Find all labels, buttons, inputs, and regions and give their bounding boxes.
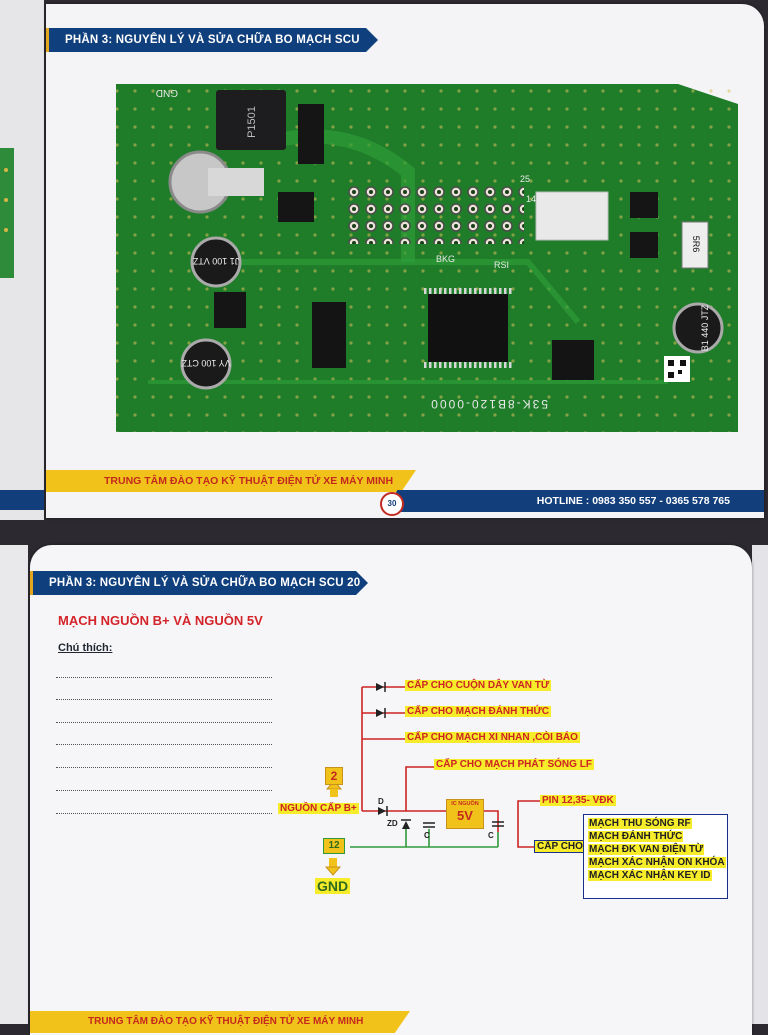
pcb-connector-label-1: 14 — [526, 194, 536, 204]
note-line — [56, 790, 272, 791]
pcb-photo: P1501 J1 100 VTZ VY 100 CTZ B1 440 JTZ — [108, 82, 744, 442]
note-line — [56, 813, 272, 814]
target-item: MẠCH ĐK VAN ĐIỆN TỪ — [588, 844, 705, 855]
footer-center-name: TRUNG TÂM ĐÀO TẠO KỸ THUẬT ĐIỆN TỬ XE MÁ… — [30, 1011, 410, 1033]
pin-vdk-label: PIN 12,35- VĐK — [540, 795, 616, 806]
section-banner: PHẦN 3: NGUYÊN LÝ VÀ SỬA CHỮA BO MẠCH SC… — [46, 28, 378, 52]
capacitor-symbol — [423, 821, 504, 828]
adjacent-page-pcb-fragment — [0, 148, 44, 510]
footer-hotline: HOTLINE : 0983 350 557 - 0365 578 765 — [386, 490, 764, 512]
gnd-label: GND — [315, 878, 351, 894]
capacitor-label: C — [488, 831, 494, 840]
note-line — [56, 699, 272, 700]
source-label-b-plus: NGUỒN CẤP B+ — [278, 803, 359, 814]
supply-to-label: CẤP CHO — [534, 840, 586, 853]
notes-label: Chú thích: — [58, 642, 113, 654]
diode-symbol — [376, 682, 388, 816]
section-heading: MẠCH NGUỒN B+ VÀ NGUỒN 5V — [58, 613, 263, 628]
page-number-badge: 30 — [380, 492, 404, 516]
capacitor-label-3: B1 440 JTZ — [700, 304, 710, 351]
output-label-lf-transmitter: CẤP CHO MẠCH PHÁT SÓNG LF — [434, 759, 594, 770]
output-label-valve-coil: CẤP CHO CUỘN DÂY VAN TỪ — [405, 680, 552, 691]
footer-center-name: TRUNG TÂM ĐÀO TẠO KỸ THUẬT ĐIỆN TỬ XE MÁ… — [46, 470, 416, 492]
circuit-diagram — [324, 682, 540, 876]
output-label-wakeup: CẤP CHO MẠCH ĐÁNH THỨC — [405, 706, 551, 717]
pcb-connector-label-2: 25 — [520, 174, 530, 184]
adjacent-page-edge-right — [752, 545, 768, 1024]
document-page-bottom: PHẦN 3: NGUYÊN LÝ VÀ SỬA CHỮA BO MẠCH SC… — [30, 545, 752, 1035]
diode-label: D — [378, 797, 384, 806]
note-line — [56, 744, 272, 745]
target-item: MẠCH XÁC NHẬN ON KHÓA — [588, 857, 726, 868]
target-item: MẠCH XÁC NHẬN KEY ID — [588, 870, 712, 881]
capacitor-label-2: VY 100 CTZ — [181, 358, 231, 368]
ic-regulator-voltage: 5V — [457, 808, 473, 823]
adjacent-page-edge-bottom — [0, 545, 28, 1024]
pcb-gnd-label: GND — [156, 87, 178, 98]
target-item: MẠCH THU SÓNG RF — [588, 818, 692, 829]
supplied-circuits-list: MẠCH THU SÓNG RF MẠCH ĐÁNH THỨC MẠCH ĐK … — [583, 814, 728, 899]
target-item: MẠCH ĐÁNH THỨC — [588, 831, 684, 842]
pcb-board-code: 53K-8B120-0000 — [429, 397, 548, 411]
note-line — [56, 722, 272, 723]
zener-label: ZD — [387, 819, 398, 828]
document-page-top: PHẦN 3: NGUYÊN LÝ VÀ SỬA CHỮA BO MẠCH SC… — [46, 4, 764, 518]
resistor-label: 5R6 — [691, 236, 701, 253]
note-line — [56, 767, 272, 768]
zener-diode-symbol — [401, 819, 411, 829]
output-label-turn-signal: CẤP CHO MẠCH XI NHAN ,CÒI BÁO — [405, 732, 580, 743]
note-line — [56, 677, 272, 678]
ic-5v-regulator: IC NGUỒN 5V — [446, 799, 484, 829]
capacitor-label-1: J1 100 VTZ — [192, 256, 239, 266]
capacitor-label: C — [424, 831, 430, 840]
pin-2-badge: 2 — [325, 767, 343, 785]
pin-12-badge: 12 — [323, 838, 345, 854]
pcb-rsi-label: RSI — [494, 260, 509, 270]
ic-regulator-caption: IC NGUỒN — [451, 801, 479, 807]
adjacent-page-edge — [0, 0, 44, 520]
pcb-bkg-label: BKG — [436, 254, 455, 264]
inductor-label: P1501 — [246, 106, 258, 138]
